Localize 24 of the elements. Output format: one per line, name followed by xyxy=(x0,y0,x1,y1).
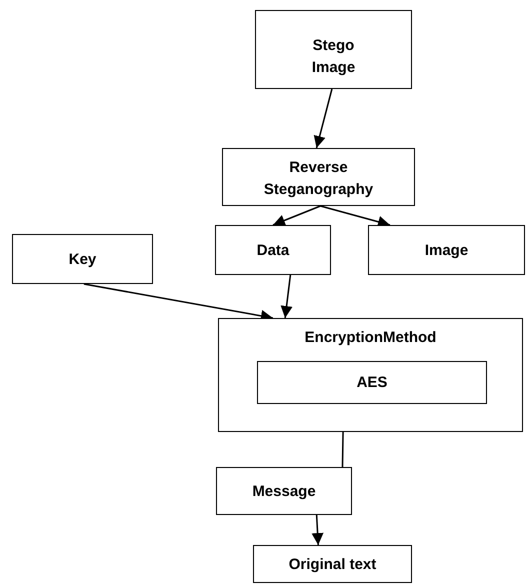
box-label: Stego Image xyxy=(310,36,356,78)
arrow xyxy=(320,205,390,228)
box-label: EncryptionMethod xyxy=(304,328,438,348)
process-box xyxy=(222,148,415,206)
process-box xyxy=(215,225,331,275)
arrow xyxy=(312,514,324,546)
arrow xyxy=(280,274,293,318)
process-box xyxy=(253,545,412,583)
box-label: Key xyxy=(68,250,98,270)
process-box xyxy=(255,10,412,89)
process-box xyxy=(257,361,487,404)
container-box xyxy=(218,318,523,432)
box-label: AES xyxy=(356,373,388,393)
process-box xyxy=(216,467,352,515)
process-box xyxy=(12,234,153,284)
box-label: Reverse Steganography xyxy=(263,158,374,200)
connector-line xyxy=(342,432,344,468)
box-label: Image xyxy=(424,241,470,261)
box-label: Original text xyxy=(288,555,378,575)
arrow xyxy=(272,205,321,226)
box-label: Message xyxy=(251,482,317,502)
box-label: Data xyxy=(256,241,290,261)
arrow xyxy=(314,88,333,148)
process-box xyxy=(368,225,525,275)
